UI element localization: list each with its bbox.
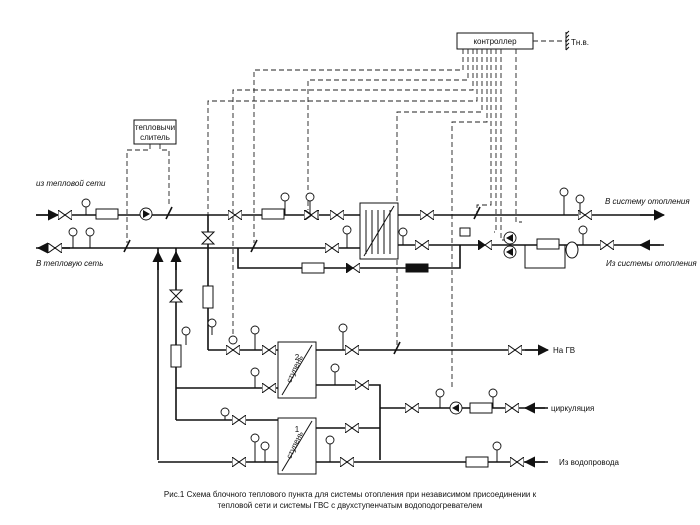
flow-label-to-network: В тепловую сеть	[36, 259, 103, 268]
stage2-number: 2	[295, 353, 300, 362]
expansion-tank	[565, 241, 579, 259]
controller: контроллер	[456, 32, 534, 50]
strainers	[95, 208, 560, 468]
calculator-label-1: тепловычи	[135, 123, 175, 132]
dhw-stage1-exchanger: 1 ступень	[277, 417, 317, 475]
controller-label: контроллер	[473, 37, 517, 46]
control-valves	[226, 210, 318, 355]
calculator-box	[133, 119, 177, 145]
calculator-link-return	[126, 144, 151, 243]
heat-meter-calculator: тепловычи слитель	[133, 119, 177, 145]
stage2-secondary-link	[316, 384, 381, 460]
outdoor-sensor-label: Тн.в.	[571, 38, 589, 47]
instruments	[68, 187, 588, 462]
flow-label-water-supply: Из водопровода	[559, 458, 620, 467]
vertical-valves	[168, 231, 216, 303]
stage1-number: 1	[295, 425, 300, 434]
calculator-link-supply	[159, 144, 170, 205]
flow-label-to-heating: В систему отопления	[605, 197, 690, 206]
flow-label-hot-water: На ГВ	[553, 346, 575, 355]
temperature-probes	[123, 206, 481, 355]
expansion-loop	[524, 245, 566, 269]
pressure-sensor	[459, 227, 471, 237]
dhw-stage2-exchanger: 2 ступень	[277, 341, 317, 399]
outdoor-sensor: Тн.в.	[565, 30, 589, 51]
flow-label-circulation: циркуляция	[551, 404, 594, 413]
flow-meter	[405, 263, 429, 273]
calculator-label-2: слитель	[140, 133, 170, 142]
pumps	[139, 207, 517, 415]
flow-label-from-network: из тепловой сети	[36, 179, 106, 188]
flow-label-from-heating: Из системы отопления	[606, 259, 697, 268]
caption-line-2: тепловой сети и системы ГВС с двухступен…	[218, 501, 483, 510]
heating-heat-exchanger	[359, 202, 399, 260]
caption-line-1: Рис.1 Схема блочного теплового пункта дл…	[164, 490, 537, 499]
